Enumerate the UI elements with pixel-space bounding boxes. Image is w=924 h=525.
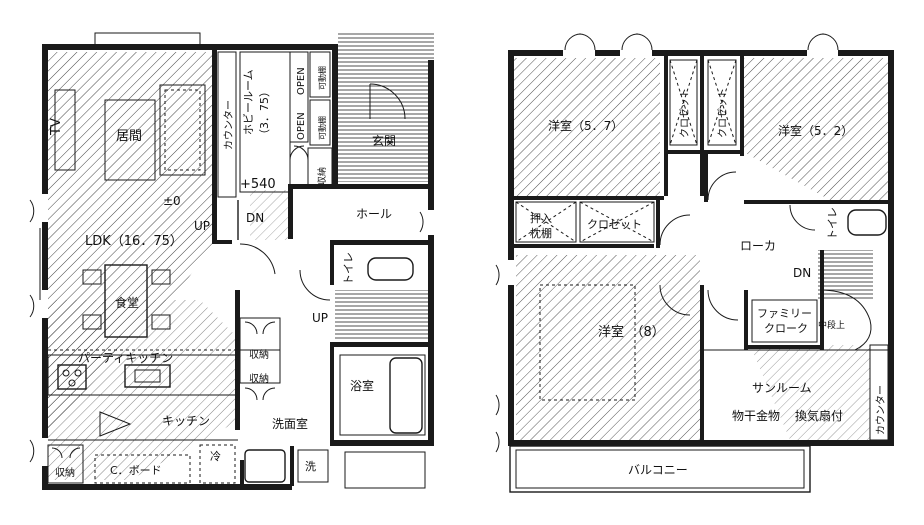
washer-box (297, 449, 329, 483)
label-dry-hardware: 物干金物 (732, 408, 780, 423)
floor1-doors (29, 83, 424, 463)
label-living: 居間 (116, 129, 142, 144)
floor2-doors (495, 33, 839, 453)
label-shelf-bottom: 可動棚 (317, 116, 327, 140)
floor2-hatching (514, 58, 888, 440)
dining-table (82, 264, 171, 338)
label-dn-f2: DN (793, 266, 811, 280)
bath-outside-box (344, 451, 426, 489)
floor1-plan: TV 居間 カウンター ホビールーム （3．75） OPEN OPEN 可動棚 … (29, 32, 434, 490)
label-closet-3: クロゼット (587, 218, 642, 231)
floor1-hatching (48, 52, 290, 480)
label-storage-b: 収納 (249, 372, 269, 385)
label-hobby-size: （3．75） (258, 86, 271, 140)
label-counter-f1: カウンター (223, 100, 235, 150)
label-closet-2: クロゼット (717, 88, 729, 138)
window-top-f1 (94, 32, 201, 46)
oshiire-box (515, 201, 577, 243)
stair-curve (819, 289, 872, 351)
balcony-box (509, 445, 811, 493)
closet-2-cross (707, 59, 737, 146)
label-closet-1: クロゼット (679, 88, 691, 138)
label-tv: TV (49, 118, 64, 136)
label-storage-hobby: 収納 (316, 167, 328, 185)
label-toilet-f2: トイレ (826, 207, 839, 240)
floor2-plan: 洋室（5．7） 洋室（5．2） クロゼット クロゼット 押入 枕棚 クロゼット … (495, 33, 894, 493)
storage-kitchen-box (47, 444, 84, 484)
sink-icon (124, 364, 171, 388)
label-family-cloak-1: ファミリー (757, 307, 812, 320)
kitchen-counter (47, 354, 239, 441)
storage-hobby-box (307, 147, 333, 189)
floor1-labels: TV 居間 カウンター ホビールーム （3．75） OPEN OPEN 可動棚 … (49, 66, 396, 479)
label-storage-a: 収納 (249, 348, 269, 361)
label-storage-c: 収納 (55, 466, 75, 479)
sofa-set (54, 84, 206, 181)
toilet-f2-icon (847, 209, 887, 236)
family-cloak-box (751, 299, 818, 343)
label-oshiire-1: 押入 (530, 211, 552, 225)
closet-1-box (669, 59, 698, 146)
label-balcony: バルコニー (628, 463, 688, 477)
label-counter-f2: カウンター (875, 385, 887, 435)
label-level-ldk: ±0 (163, 194, 181, 208)
label-party-kitchen: パーティキッチン (78, 351, 173, 365)
closet-2-box (707, 59, 737, 146)
label-hallway: ローカ (740, 239, 776, 253)
label-dining: 食堂 (115, 295, 139, 310)
kitchen-triangle (99, 411, 132, 437)
label-hobby-room: ホビールーム (242, 69, 255, 135)
label-level-hobby: +540 (240, 177, 276, 192)
label-ldk: LDK（16．75） (85, 234, 183, 249)
label-family-cloak-2: クローク (764, 322, 808, 335)
label-room-8: 洋室 （8） (598, 324, 665, 340)
label-landing: 中段上 (818, 319, 845, 331)
toilet-f1-icon (367, 257, 414, 281)
label-entrance: 玄関 (372, 133, 396, 148)
label-up-stair: UP (312, 311, 328, 325)
label-washer: 洗 (305, 460, 316, 473)
label-bath: 浴室 (350, 378, 374, 393)
label-dn-ldk: DN (246, 211, 264, 225)
label-open-bottom: OPEN (296, 112, 307, 140)
label-cupboard: C．ボード (110, 464, 162, 477)
storage-hobby-doors (289, 145, 309, 161)
label-open-top: OPEN (296, 67, 307, 95)
counter-hobby (217, 51, 237, 198)
closet-3-box (579, 201, 655, 243)
label-fridge: 冷 (210, 450, 221, 463)
label-oshiire-2: 枕棚 (530, 226, 552, 240)
movable-shelf-bottom (309, 99, 331, 146)
stove-icon (57, 364, 87, 390)
bed-outline (539, 284, 636, 401)
counter-f2-box (869, 344, 889, 441)
wash-basin-icon (244, 449, 286, 483)
bath-room (339, 354, 426, 436)
movable-shelf-top (309, 51, 331, 98)
cupboard-box (94, 454, 191, 484)
label-hall: ホール (356, 207, 392, 221)
label-shelf-top: 可動棚 (317, 66, 327, 90)
label-washroom: 洗面室 (272, 416, 308, 431)
floor2-walls (508, 50, 894, 446)
label-room-52: 洋室（5．2） (778, 123, 853, 138)
lower-stair-hatch (335, 290, 433, 340)
label-kitchen: キッチン (162, 414, 210, 428)
label-ventilation: 換気扇付 (795, 408, 843, 423)
label-sunroom: サンルーム (752, 381, 812, 395)
bathtub-icon (389, 357, 423, 434)
open-shelf-area (289, 51, 309, 143)
fridge-box (199, 444, 236, 484)
floor2-labels: 洋室（5．7） 洋室（5．2） クロゼット クロゼット 押入 枕棚 クロゼット … (530, 88, 887, 477)
label-toilet-f1: トイレ (342, 252, 355, 285)
stair-f2-hatch (818, 250, 873, 300)
closet-1-cross (669, 59, 698, 146)
entrance-stair-hatch (338, 32, 434, 182)
label-room-57: 洋室（5．7） (548, 118, 623, 133)
label-up-ldk: UP (194, 219, 210, 233)
